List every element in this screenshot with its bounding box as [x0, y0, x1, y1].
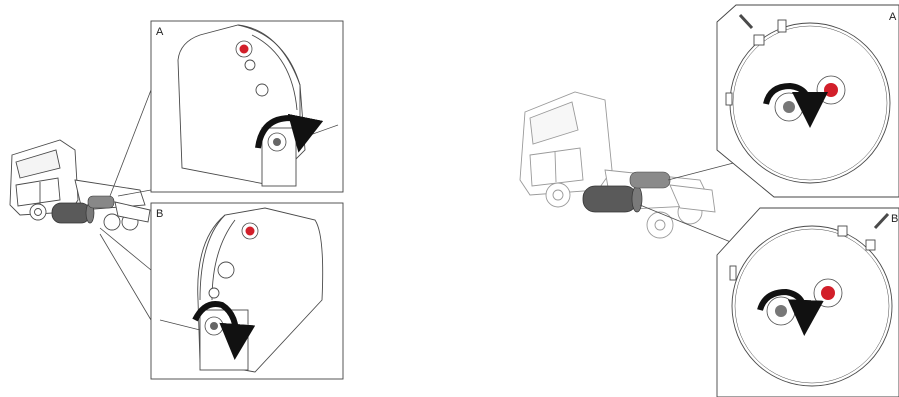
left-callout-a: A	[151, 21, 343, 192]
left-b-filler-cap-icon	[242, 223, 258, 239]
right-figure: A B	[520, 5, 899, 397]
left-callout-a-label: A	[156, 26, 164, 38]
left-callout-b: B	[151, 203, 343, 379]
right-truck-illustration	[520, 92, 715, 238]
left-a-filler-cap-icon	[236, 41, 252, 57]
right-callout-a-label: A	[889, 11, 897, 23]
right-a-drain-plug-icon	[775, 93, 803, 121]
right-callout-b: B	[717, 208, 899, 397]
right-b-drain-plug-icon	[767, 297, 795, 325]
right-callout-a: A	[717, 5, 899, 197]
right-b-filler-cap-icon	[814, 279, 842, 307]
right-a-filler-cap-icon	[817, 76, 845, 104]
left-a-drain-plug-icon	[268, 133, 286, 151]
left-b-drain-plug-icon	[205, 317, 223, 335]
right-callout-b-label: B	[891, 213, 898, 225]
left-figure: A B	[10, 21, 343, 379]
left-callout-b-label: B	[156, 208, 163, 220]
